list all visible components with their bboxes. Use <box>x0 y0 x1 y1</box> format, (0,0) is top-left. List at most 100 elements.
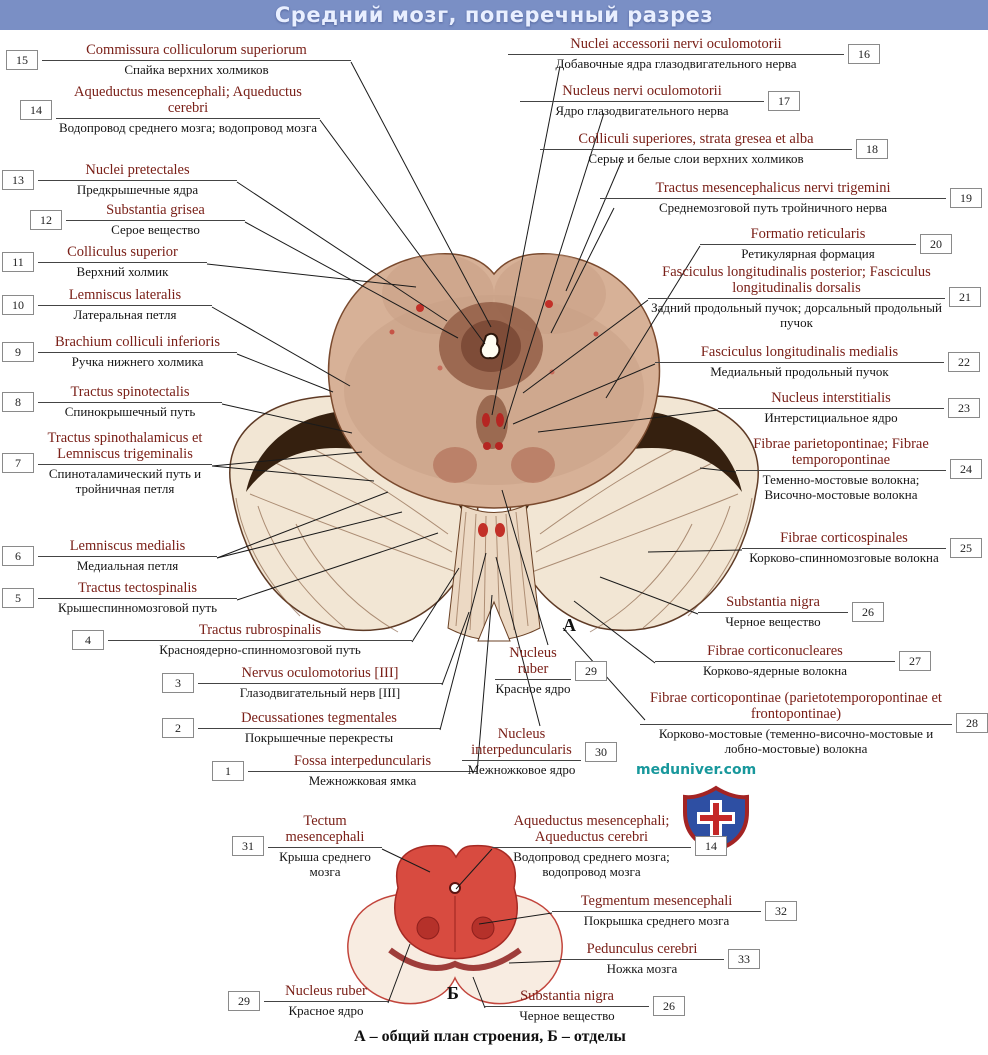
label-24-number: 24 <box>950 459 982 480</box>
label-14-latin: Aqueductus mesencephali; Aqueductus cere… <box>56 84 320 120</box>
leader-line-25 <box>647 549 743 553</box>
label-15-latin: Commissura colliculorum superiorum <box>42 42 351 62</box>
red-nucleus-zone-left <box>433 447 477 483</box>
label-26-number: 26 <box>852 601 884 622</box>
label-33-latin: Pedunculus cerebri <box>560 941 724 961</box>
label-24-latin: Fibrae parietopontinae; Fibrae temporopo… <box>736 436 946 472</box>
leader-line-29 <box>501 489 549 646</box>
leader-line-8 <box>221 403 353 434</box>
label-19-number: 19 <box>950 187 982 208</box>
leader-line-2 <box>439 552 487 731</box>
label-1-number: 1 <box>212 760 244 781</box>
figure-b-midbrain-section <box>347 844 563 1005</box>
label-colliculi-strata: 18 Colliculi superiores, strata gresea e… <box>540 131 888 167</box>
label-31-number: 31 <box>232 836 264 857</box>
label-27-russian: Корково-ядерные волокна <box>702 663 848 679</box>
label-30-latin: Nucleus interpeduncularis <box>462 726 581 762</box>
leader-line-7a <box>211 451 363 467</box>
leader-line-24 <box>699 467 737 473</box>
label-26-latin: Substantia nigra <box>698 594 848 614</box>
label-6-russian: Медиальная петля <box>76 558 179 574</box>
leader-line-14 <box>319 119 486 345</box>
label-29b-number: 29 <box>228 990 260 1011</box>
label-6-latin: Lemniscus medialis <box>38 538 217 558</box>
leader-line-7b <box>211 465 375 482</box>
label-28-russian: Корково-мостовые (теменно-височно-мостов… <box>658 726 934 757</box>
label-25-latin: Fibrae corticospinales <box>742 530 946 550</box>
figure-b-substantia-nigra-band <box>388 947 522 971</box>
meduniver-logo <box>683 785 749 853</box>
label-18-russian: Серые и белые слои верхних холмиков <box>588 151 804 167</box>
leader-line-26 <box>599 576 699 615</box>
leader-line-18 <box>565 159 623 292</box>
leader-line-32 <box>478 912 553 925</box>
label-23-latin: Nucleus interstitialis <box>718 390 944 410</box>
leader-line-15 <box>350 61 492 328</box>
label-26b-russian: Черное вещество <box>519 1008 615 1024</box>
label-31-latin: Tectum mesencephali <box>268 813 382 849</box>
leader-line-22 <box>512 363 656 425</box>
label-29-number: 29 <box>575 661 607 681</box>
label-5-latin: Tractus tectospinalis <box>38 580 237 600</box>
leader-line-30 <box>495 556 541 727</box>
label-4-number: 4 <box>72 629 104 650</box>
leader-line-20 <box>605 245 701 399</box>
label-15-russian: Спайка верхних холмиков <box>124 62 269 78</box>
leader-line-17 <box>503 112 605 430</box>
label-21-number: 21 <box>949 287 981 308</box>
title-bar: Средний мозг, поперечный разрез <box>0 0 988 30</box>
label-3-latin: Nervus oculomotorius [III] <box>198 665 442 685</box>
label-18-latin: Colliculi superiores, strata gresea et a… <box>540 131 852 151</box>
label-26-russian: Черное вещество <box>725 614 821 630</box>
label-29b-russian: Красное ядро <box>288 1003 364 1019</box>
label-22-russian: Медиальный продольный пучок <box>710 364 889 380</box>
label-19-latin: Tractus mesencephalicus nervi trigemini <box>600 180 946 200</box>
leader-line-14b <box>455 848 493 890</box>
label-14b-latin: Aqueductus mesencephali; Aqueductus cere… <box>492 813 691 849</box>
label-22-latin: Fasciculus longitudinalis medialis <box>655 344 944 364</box>
label-4-latin: Tractus rubrospinalis <box>108 622 412 642</box>
label-29-latin: Nucleus ruber <box>495 645 571 681</box>
page-title: Средний мозг, поперечный разрез <box>274 3 714 27</box>
label-32-number: 32 <box>765 900 797 921</box>
leader-line-5 <box>236 532 439 601</box>
leader-line-19 <box>550 207 615 334</box>
label-21-russian: Задний продольный пучок; дорсальный прод… <box>651 300 942 331</box>
label-17-number: 17 <box>768 90 800 111</box>
leader-line-26b <box>472 976 486 1009</box>
label-27-number: 27 <box>899 650 931 671</box>
label-aqueductus-figure-b: 14 Aqueductus mesencephali; Aqueductus c… <box>492 813 727 880</box>
label-29b-latin: Nucleus ruber <box>264 983 388 1003</box>
label-28-number: 28 <box>956 713 988 734</box>
label-16-number: 16 <box>848 43 880 64</box>
label-18-number: 18 <box>856 138 888 159</box>
label-25-number: 25 <box>950 537 982 558</box>
label-29-russian: Красное ядро <box>495 681 571 697</box>
label-33-number: 33 <box>728 948 760 969</box>
figure-b-aqueduct <box>449 882 461 894</box>
label-31-russian: Крыша среднего мозга <box>279 849 371 880</box>
label-15-number: 15 <box>6 49 38 70</box>
label-3-russian: Глазодвигательный нерв [III] <box>239 685 401 701</box>
label-aqueductus: 14 Aqueductus mesencephali; Aqueductus c… <box>20 84 320 136</box>
label-1-latin: Fossa interpeduncularis <box>248 753 477 773</box>
label-32-latin: Tegmentum mesencephali <box>552 893 761 913</box>
red-nucleus-zone-right <box>511 447 555 483</box>
label-33-russian: Ножка мозга <box>606 961 678 977</box>
label-30-russian: Межножковое ядро <box>467 762 576 778</box>
label-fibrae-parietopontinae: 24 Fibrae parietopontinae; Fibrae tempor… <box>736 436 982 503</box>
label-12-latin: Substantia grisea <box>66 202 245 222</box>
leader-line-27 <box>573 600 656 664</box>
oculomotor-nucleus-column <box>476 395 508 449</box>
label-14-number: 14 <box>20 100 52 120</box>
leader-line-1 <box>476 594 493 774</box>
